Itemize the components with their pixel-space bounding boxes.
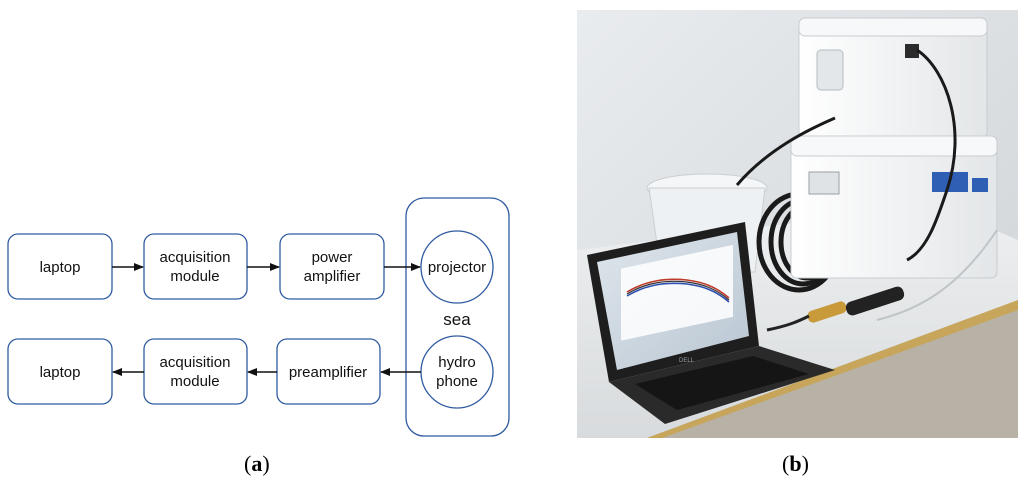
signal-cable (735, 116, 836, 186)
block-diagram: sea laptop acquisition module power ampl… (7, 197, 510, 437)
table-edge (647, 300, 1018, 438)
laptop-brand: DELL (679, 358, 695, 364)
bottom-acquisition-label-2: module (170, 373, 219, 390)
hydrophone-label-2: phone (436, 373, 478, 390)
hydrophone-device (766, 286, 905, 332)
bottom-laptop-label: laptop (40, 364, 81, 381)
setup-photo: DELL (577, 10, 1018, 438)
thin-cable (876, 229, 998, 321)
preamplifier-label: preamplifier (289, 364, 367, 381)
screen-curve-dark (626, 280, 730, 301)
power-amplifier-box: power amplifier (279, 233, 385, 300)
black-cable (906, 48, 957, 262)
preamplifier-box: preamplifier (276, 338, 381, 405)
sea-label: sea (443, 310, 471, 329)
projector-label: projector (428, 259, 486, 276)
caption-b: (b) (782, 451, 809, 476)
laptop-device: DELL (587, 222, 835, 424)
power-amplifier-label-2: amplifier (304, 268, 361, 285)
screen-curve-blue (626, 282, 730, 303)
caption-a: (a) (244, 451, 270, 476)
hydrophone-label-1: hydro (438, 354, 476, 371)
top-acquisition-label-1: acquisition (160, 249, 231, 266)
screen-plot-area (621, 244, 733, 341)
projector-node: projector (420, 230, 494, 304)
bottom-laptop-box: laptop (7, 338, 113, 405)
top-laptop-box: laptop (7, 233, 113, 300)
lower-case (790, 135, 998, 279)
top-laptop-label: laptop (40, 259, 81, 276)
hydrophone-node: hydro phone (420, 335, 494, 409)
bottom-acquisition-box: acquisition module (143, 338, 248, 405)
top-acquisition-label-2: module (170, 268, 219, 285)
laptop-keyboard (635, 356, 809, 410)
top-acquisition-box: acquisition module (143, 233, 248, 300)
upper-case (798, 17, 988, 139)
bottom-acquisition-label-1: acquisition (160, 354, 231, 371)
power-amplifier-label-1: power (312, 249, 353, 266)
screen-curve-red (626, 278, 730, 299)
